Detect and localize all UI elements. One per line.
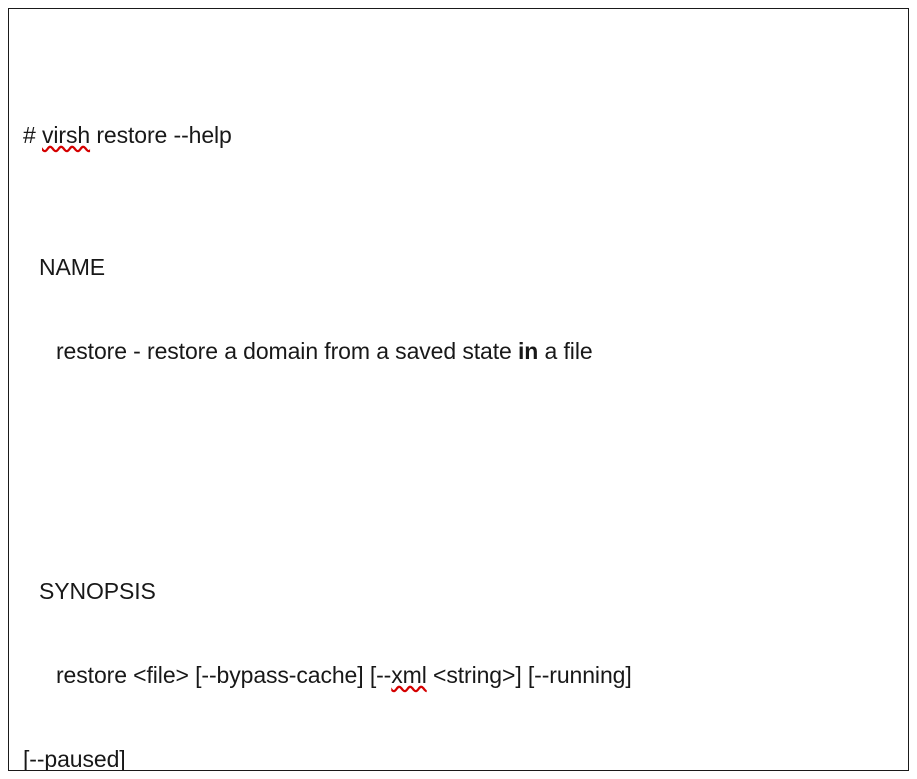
help-output-text-block[interactable]: # virsh restore --help NAME restore - re… xyxy=(9,9,908,771)
name-description-line: restore - restore a domain from a saved … xyxy=(9,333,908,369)
document-frame: # virsh restore --help NAME restore - re… xyxy=(8,8,909,771)
synopsis-wrapped-line: [--paused] xyxy=(23,746,126,771)
name-description-emphasis: in xyxy=(518,338,539,364)
synopsis-usage-line: restore <file> [--bypass-cache] [--xml <… xyxy=(9,657,908,693)
section-heading-name: NAME xyxy=(39,254,106,280)
name-description-prefix: restore - restore a domain from a saved … xyxy=(56,338,518,364)
command-arguments: restore --help xyxy=(90,122,232,148)
command-prompt-line: # virsh restore --help xyxy=(9,117,908,153)
prompt-symbol: # xyxy=(23,122,36,148)
synopsis-part-1: restore <file> [--bypass-cache] [-- xyxy=(56,662,392,688)
spacer-after-name xyxy=(9,441,908,477)
name-description-suffix: a file xyxy=(538,338,593,364)
section-heading-synopsis: SYNOPSIS xyxy=(39,578,156,604)
synopsis-xml-misspelled: xml xyxy=(391,662,427,688)
synopsis-part-2: <string>] [--running] xyxy=(426,662,632,688)
command-name-misspelled: virsh xyxy=(42,122,91,148)
